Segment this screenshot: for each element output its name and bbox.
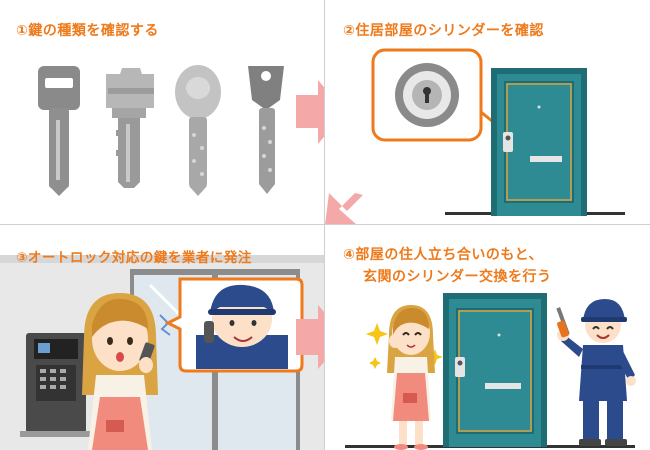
key-icon-1 (38, 66, 80, 196)
order-key-illustration (0, 255, 324, 450)
step-2-panel: ②住居部屋のシリンダーを確認 (325, 0, 650, 225)
key-icon-3 (175, 65, 221, 196)
door-icon (445, 68, 625, 216)
arrow-down-left-icon (325, 193, 363, 224)
cylinder-replacement-illustration (345, 293, 636, 450)
phone-bubble-icon (164, 277, 304, 373)
key-icon-4 (248, 66, 284, 194)
speech-lines-icon (159, 314, 171, 336)
key-icon-2 (106, 68, 154, 188)
step-1-panel: ①鍵の種類を確認する (0, 0, 325, 225)
step-4-title-line-1: ④部屋の住人立ち合いのもと、 (343, 247, 544, 263)
step-3-panel: ③オートロック対応の鍵を業者に発注 (0, 225, 325, 450)
step-4-title-line-2: 玄関のシリンダー交換を行う (363, 269, 552, 285)
step-1-title: ①鍵の種類を確認する (16, 23, 159, 39)
step-4-panel: ④部屋の住人立ち合いのもと、 玄関のシリンダー交換を行う (325, 225, 650, 450)
step-2-title: ②住居部屋のシリンダーを確認 (343, 23, 544, 39)
cylinder-door-illustration (325, 48, 625, 224)
sparkle-icons (366, 323, 443, 369)
locksmith-worker-icon (556, 299, 636, 446)
key-types-illustration (38, 65, 324, 196)
intercom-panel-icon (20, 333, 92, 437)
arrow-right-icon (296, 80, 324, 144)
step-3-title: ③オートロック対応の鍵を業者に発注 (16, 250, 252, 266)
resident-woman-icon (82, 293, 158, 450)
cylinder-zoom-icon (371, 48, 510, 142)
resident-woman-icon-2 (387, 305, 435, 450)
door-icon-2 (443, 293, 547, 447)
